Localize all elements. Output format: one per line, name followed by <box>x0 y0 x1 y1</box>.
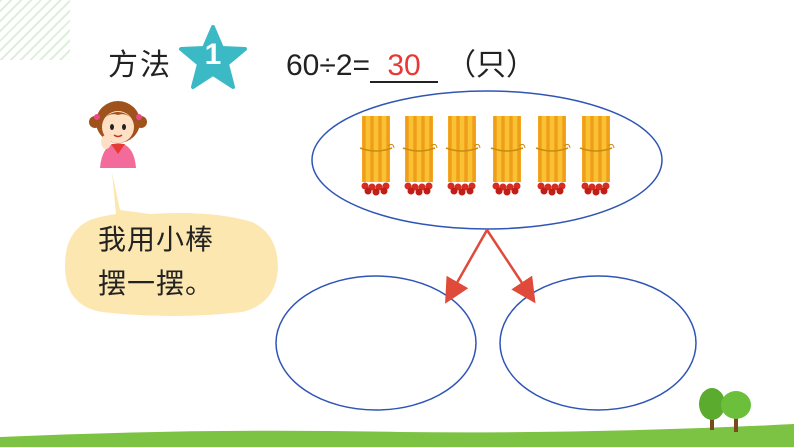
equation-left: 60÷2= <box>286 49 371 82</box>
speech-bubble <box>64 172 279 316</box>
equation-unit: （只） <box>446 48 537 83</box>
arrow-right <box>485 229 536 304</box>
star-badge-icon <box>179 25 247 89</box>
speech-line-2: 摆一摆。 <box>98 267 215 300</box>
speech-line-1: 我用小棒 <box>98 223 215 256</box>
method-label: 方法 <box>108 48 172 83</box>
left-group-ellipse <box>275 275 477 411</box>
method-number: 1 <box>204 38 222 71</box>
speech-bubble-text: 我用小棒 摆一摆。 <box>98 218 258 306</box>
right-group-ellipse <box>499 275 697 411</box>
corner-decoration <box>0 0 70 60</box>
tree-icon <box>721 391 751 432</box>
equation: 60÷2=30（只） <box>286 40 536 84</box>
equation-answer: 30 <box>370 51 439 83</box>
girl-character-icon <box>89 101 147 168</box>
top-group-ellipse <box>311 90 663 230</box>
tree-icon <box>699 388 725 430</box>
arrow-left <box>445 229 489 304</box>
